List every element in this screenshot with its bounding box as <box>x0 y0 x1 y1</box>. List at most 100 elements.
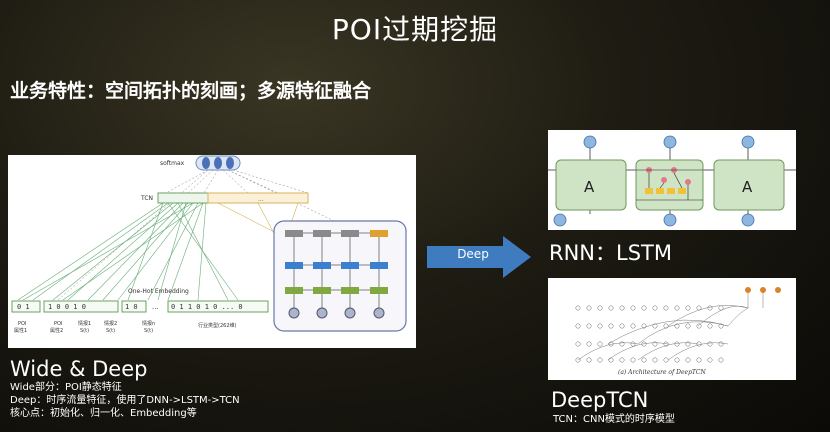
wide-connections <box>17 202 239 301</box>
deeptcn-node <box>652 323 658 329</box>
deeptcn-node <box>619 357 625 363</box>
embedding-label: One-Hot Embedding <box>128 288 189 295</box>
deeptcn-outputs <box>745 287 781 293</box>
deeptcn-node <box>674 323 680 329</box>
input-bits-2: 1 0 0 1 0 <box>48 303 86 311</box>
deeptcn-node <box>674 341 680 347</box>
deeptcn-node <box>630 323 636 329</box>
wide-deep-note-3: 核心点：初始化、归一化、Embedding等 <box>10 408 197 419</box>
wide-deep-caption: Wide & Deep <box>10 357 148 381</box>
input-box-2 <box>43 300 119 313</box>
deeptcn-node <box>597 323 603 329</box>
deeptcn-node <box>663 305 669 311</box>
deeptcn-node <box>674 357 680 363</box>
softmax-label: softmax <box>160 160 185 167</box>
wide-deep-diagram: softmax TCN ... <box>8 155 416 348</box>
arrow-label: Deep <box>457 247 489 261</box>
deeptcn-figure-caption: (a) Architecture of DeepTCN <box>618 369 707 376</box>
deeptcn-nodes <box>575 305 724 363</box>
input-box-3 <box>121 300 147 313</box>
deeptcn-node <box>641 357 647 363</box>
deeptcn-node <box>685 323 691 329</box>
deeptcn-node <box>707 357 713 363</box>
tcn-label: TCN <box>140 195 153 202</box>
deeptcn-node <box>685 341 691 347</box>
input-bits-4: 0 1 1 0 1 0 ... 0 <box>171 303 243 311</box>
deeptcn-node <box>630 357 636 363</box>
softmax-unit <box>214 157 222 169</box>
deeptcn-node <box>630 305 636 311</box>
input-bits-1: 0 1 <box>17 303 30 311</box>
deep-arrow-icon <box>427 236 531 278</box>
lstm-cell-1-label: A <box>584 178 595 196</box>
deeptcn-node <box>597 305 603 311</box>
deeptcn-node <box>696 323 702 329</box>
deeptcn-node <box>663 357 669 363</box>
lstm-gates <box>636 167 703 201</box>
deeptcn-node <box>586 357 592 363</box>
deeptcn-node <box>586 305 592 311</box>
deeptcn-node <box>707 323 713 329</box>
wide-deep-svg: softmax TCN ... <box>11 155 407 334</box>
input-box-4 <box>167 300 269 313</box>
tcn-block-green <box>157 192 209 204</box>
deeptcn-node <box>718 341 724 347</box>
feature-label-6: 行业类型(262维) <box>198 322 236 329</box>
rnn-caption: RNN：LSTM <box>549 241 672 265</box>
deep-detail-box <box>273 220 407 332</box>
deeptcn-node <box>707 305 713 311</box>
input-box-1 <box>11 300 41 313</box>
lstm-svg: A A <box>548 135 796 227</box>
lstm-cell-3-label: A <box>742 178 753 196</box>
deeptcn-node <box>608 357 614 363</box>
deeptcn-node <box>674 305 680 311</box>
deeptcn-node <box>575 341 581 347</box>
wide-deep-note-2: Deep：时序流量特征，使用了DNN->LSTM->TCN <box>10 395 240 406</box>
slide-subtitle: 业务特性：空间拓扑的刻画；多源特征融合 <box>10 80 372 102</box>
lstm-io-nodes <box>553 135 755 227</box>
deeptcn-node <box>597 357 603 363</box>
deeptcn-node <box>575 323 581 329</box>
softmax-unit <box>226 157 234 169</box>
deeptcn-node <box>641 305 647 311</box>
deeptcn-node <box>718 357 724 363</box>
softmax-unit <box>202 157 210 169</box>
deeptcn-note: TCN：CNN模式的时序模型 <box>553 414 675 425</box>
deeptcn-dilations <box>577 292 764 361</box>
input-ellipsis: ... <box>152 303 159 311</box>
deep-detail-grid <box>285 230 388 319</box>
deeptcn-node <box>685 305 691 311</box>
deeptcn-node <box>696 357 702 363</box>
lstm-cell-1 <box>555 159 627 211</box>
deeptcn-node <box>586 341 592 347</box>
deeptcn-node <box>619 305 625 311</box>
deeptcn-diagram: (a) Architecture of DeepTCN <box>548 278 796 380</box>
wide-deep-note-1: Wide部分：POI静态特征 <box>10 382 122 393</box>
deeptcn-node <box>707 341 713 347</box>
lstm-cell-2 <box>635 159 704 211</box>
lstm-cell-3 <box>713 159 785 211</box>
deeptcn-node <box>685 357 691 363</box>
deeptcn-node <box>608 305 614 311</box>
tcn-ellipsis: ... <box>258 196 264 203</box>
input-bits-3: 1 0 <box>125 303 138 311</box>
deeptcn-node <box>619 341 625 347</box>
deeptcn-node <box>619 323 625 329</box>
deeptcn-caption: DeepTCN <box>551 388 649 412</box>
lstm-diagram: A A <box>548 130 796 230</box>
deeptcn-node <box>575 305 581 311</box>
deeptcn-node <box>652 305 658 311</box>
deeptcn-node <box>630 341 636 347</box>
deeptcn-node <box>652 341 658 347</box>
slide-title: POI过期挖掘 <box>331 13 499 46</box>
deeptcn-node <box>586 323 592 329</box>
deeptcn-node <box>652 357 658 363</box>
deeptcn-node <box>608 323 614 329</box>
